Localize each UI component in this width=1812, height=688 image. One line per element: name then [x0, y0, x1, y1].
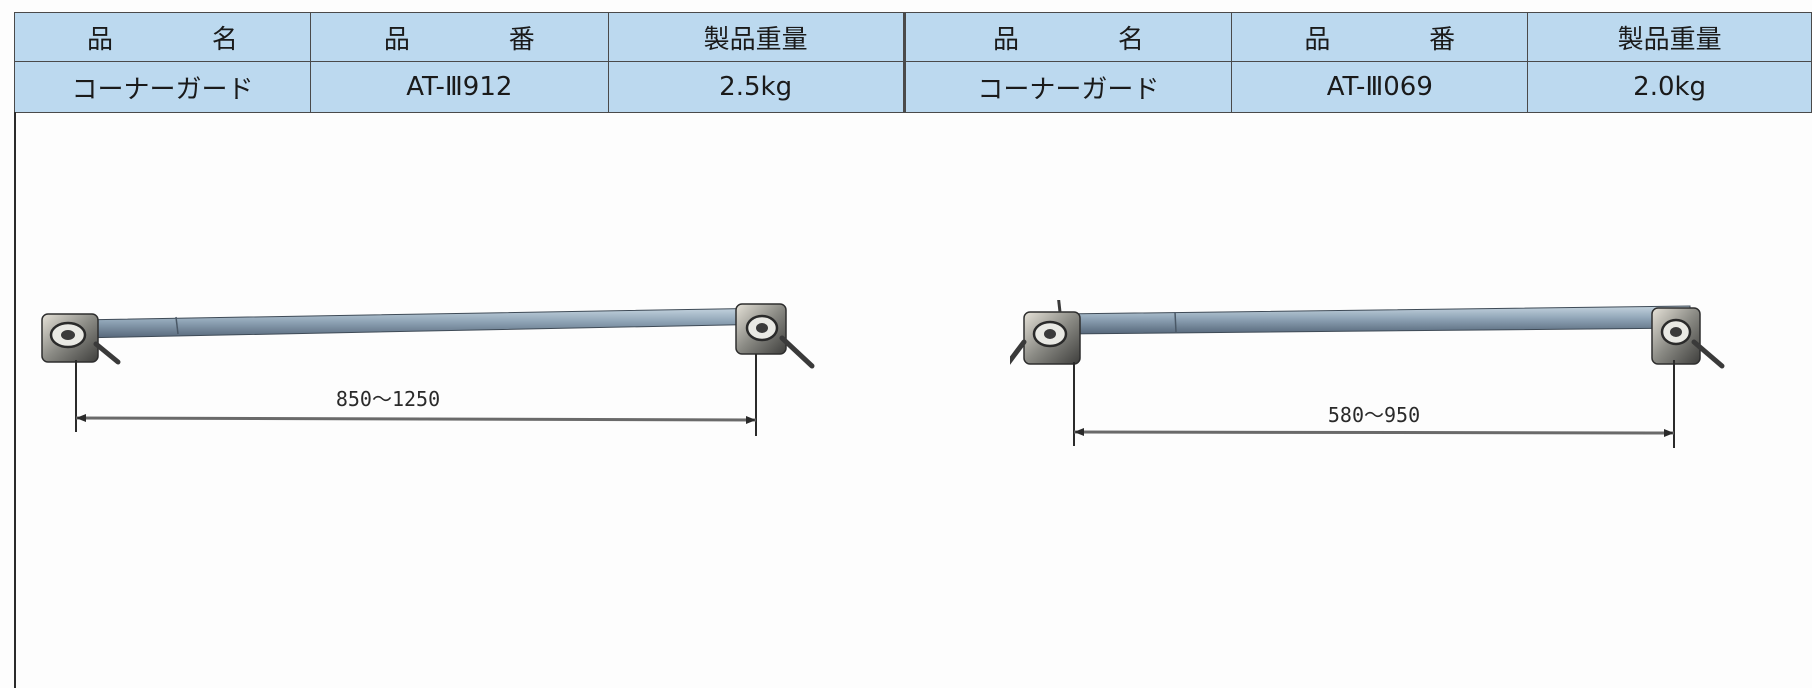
header-product-name: 品 名	[14, 12, 311, 62]
dimension-line	[75, 354, 757, 436]
part-number-cell: AT-Ⅲ912	[309, 61, 609, 113]
dimension-label: 850～1250	[336, 387, 440, 411]
product-figure-at-iii-912: 850～1250	[41, 303, 815, 436]
dimension-label: 580～950	[1328, 403, 1420, 427]
clamp-right	[1651, 307, 1725, 369]
frame-left-border	[14, 112, 16, 688]
clamp-left	[1010, 300, 1081, 365]
header-weight: 製品重量	[607, 12, 905, 62]
spec-table: 品 名 品 番 製品重量 品 名 品 番 製品重量 コーナーガード AT-Ⅲ91…	[14, 12, 1812, 113]
header-product-name: 品 名	[902, 12, 1233, 62]
product-name-cell: コーナーガード	[14, 61, 311, 113]
header-row: 品 名 品 番 製品重量 品 名 品 番 製品重量	[14, 12, 1812, 62]
header-part-number: 品 番	[1231, 12, 1529, 62]
value-row: コーナーガード AT-Ⅲ912 2.5kg コーナーガード AT-Ⅲ069 2.…	[14, 61, 1812, 113]
product-name-cell: コーナーガード	[902, 61, 1233, 113]
dimension-line	[1073, 360, 1675, 448]
header-part-number: 品 番	[309, 12, 609, 62]
weight-cell: 2.0kg	[1527, 61, 1812, 113]
weight-cell: 2.5kg	[607, 61, 905, 113]
part-number-cell: AT-Ⅲ069	[1231, 61, 1529, 113]
header-weight: 製品重量	[1527, 12, 1812, 62]
product-figure-at-iii-069: 580～950	[1010, 300, 1725, 448]
clamp-right	[735, 303, 815, 369]
clamp-left	[41, 313, 121, 365]
corner-guard-pipe	[75, 307, 777, 339]
corner-guard-pipe	[1059, 305, 1691, 335]
